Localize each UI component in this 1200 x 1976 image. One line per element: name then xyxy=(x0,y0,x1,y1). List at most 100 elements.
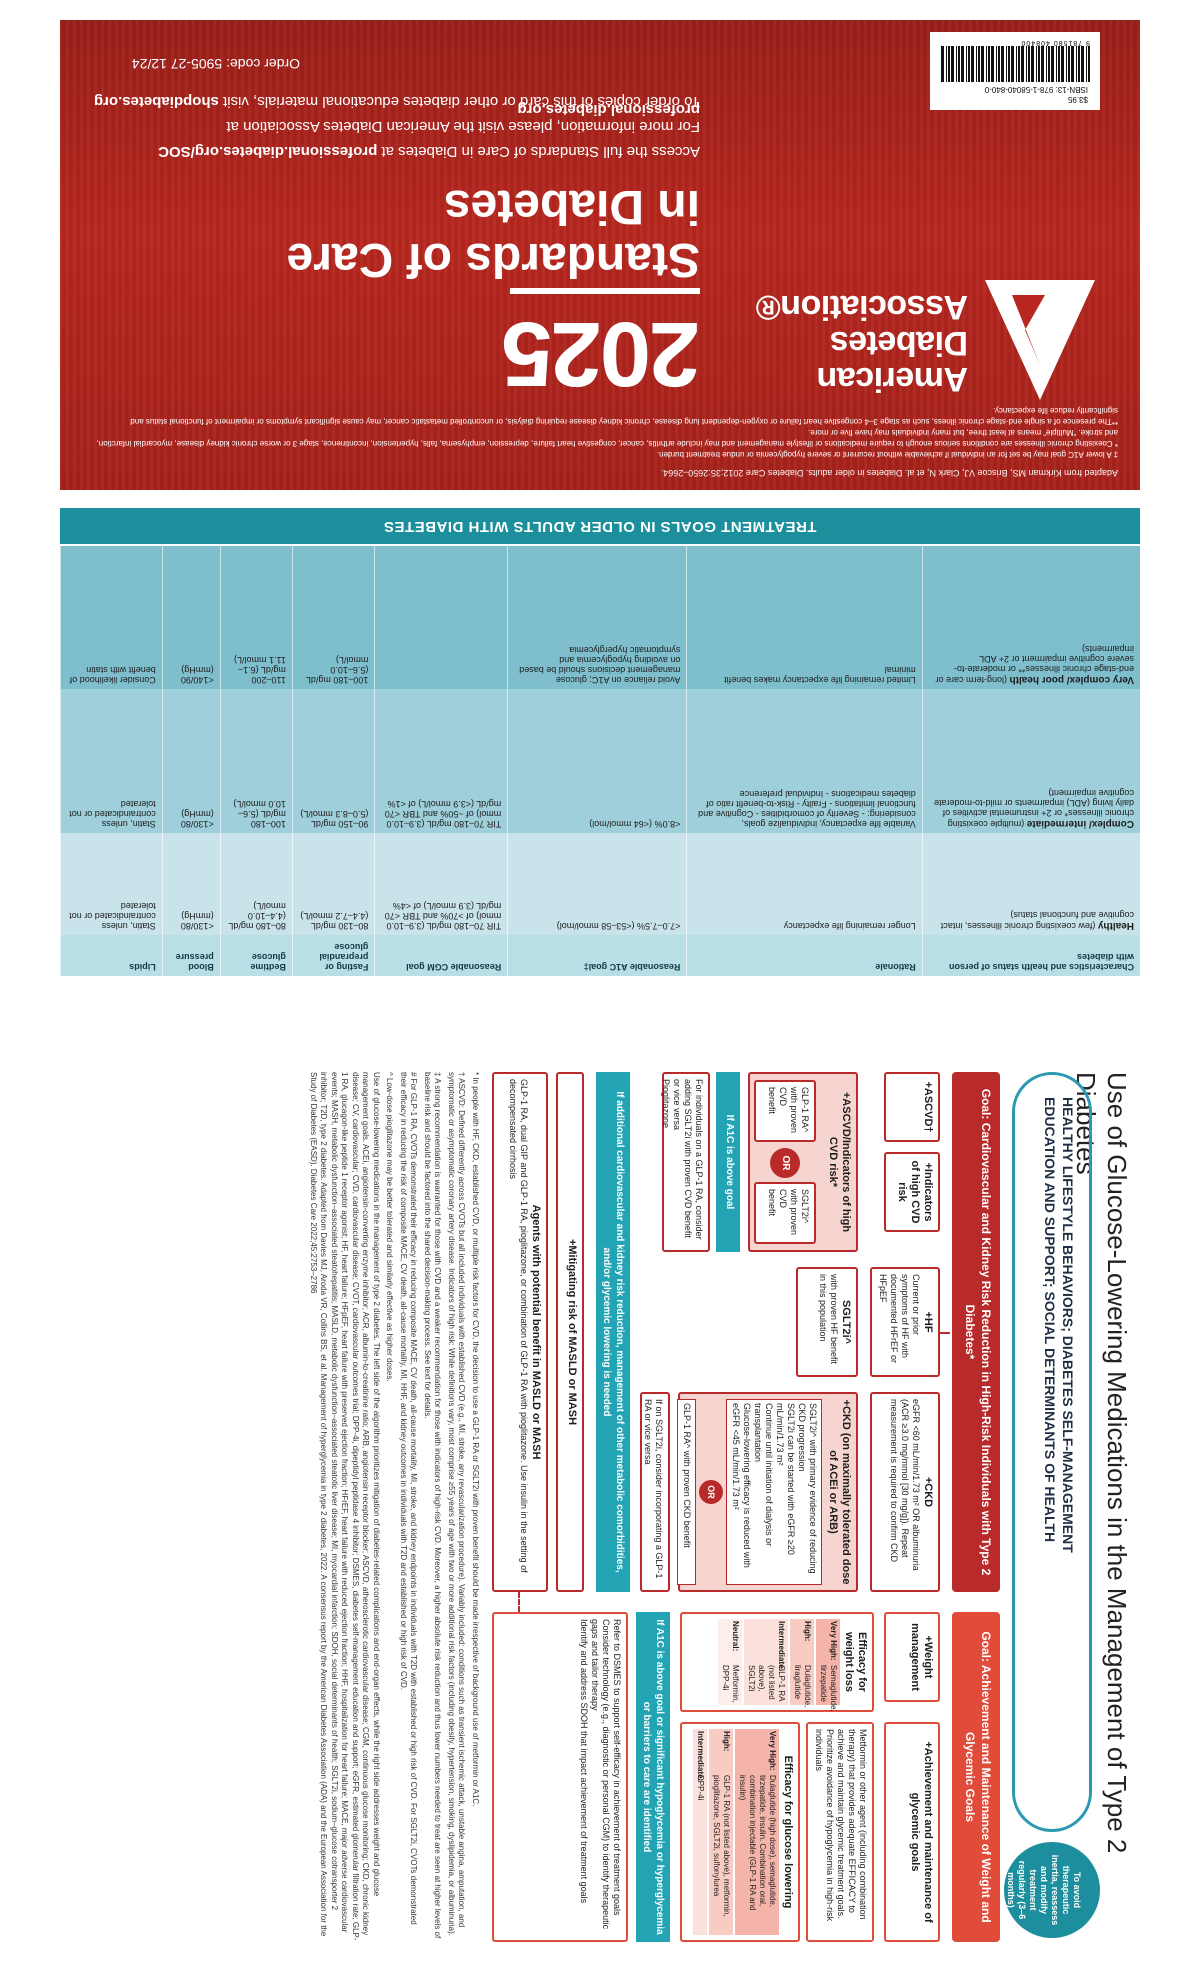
a1c-above-bar: If A1C is above goal xyxy=(716,1072,740,1252)
barcode-icon xyxy=(940,46,1090,82)
cover-title-line1: Standards of Care xyxy=(286,233,700,286)
barcode-panel: $3.95 ISBN-13: 978-1-58040-840-0 9 78158… xyxy=(930,32,1100,110)
glucose-intermediate: Intermediate:DPP-4i xyxy=(693,1729,707,1935)
note-1: * In people with HF, CKD, established CV… xyxy=(471,1072,480,1807)
algorithm-notes: * In people with HF, CKD, established CV… xyxy=(305,1072,480,1942)
cell-status: Very complex/ poor health (long-term car… xyxy=(922,546,1140,690)
ada-name-line1: American xyxy=(817,360,968,398)
cell-status: Complex/ intermediate (multiple coexisti… xyxy=(922,689,1140,833)
lifestyle-line1: HEALTHY LIFESTYLE BEHAVIORS; DIABETES SE… xyxy=(1060,1097,1076,1553)
ckd-bullet-1: SGLT2i can be started with eGFR ≥20 mL/m… xyxy=(775,1403,796,1555)
cell-bp: <130/80 (mmHg) xyxy=(162,689,221,833)
order-link[interactable]: shopdiabetes.org xyxy=(93,93,219,110)
cell-bp: <130/80 (mmHg) xyxy=(162,832,221,936)
goal-cv-kidney: Goal: Cardiovascular and Kidney Risk Red… xyxy=(952,1072,1000,1592)
cell-bedtime: 110–200 mg/dL (6.1–11.1 mmol/L) xyxy=(220,546,293,690)
weight-very-high: Very High:Semaglutide, tirzepatide xyxy=(816,1619,840,1712)
header-a1c: Reasonable A1C goal‡ xyxy=(507,935,687,976)
treatment-goals-section: TREATMENT GOALS IN OLDER ADULTS WITH DIA… xyxy=(60,500,1140,1040)
note-6: Use of glucose-lowering medications in t… xyxy=(309,1072,381,1941)
cell-fasting: 80–130 mg/dL (4.4–7.2 mmol/L) xyxy=(292,832,375,936)
additional-risk-bar: If additional cardiovascular and kidney … xyxy=(596,1072,630,1592)
ckd-or-badge: OR xyxy=(699,1399,723,1585)
footnote-coexisting: * Coexisting chronic illnesses are condi… xyxy=(96,428,1118,448)
ada-name-line3: Association® xyxy=(756,288,968,326)
if-sglt2-box: If on SGLT2i, consider incorporating a G… xyxy=(640,1392,670,1592)
hf-box: +HF Current or prior symptoms of HF with… xyxy=(870,1267,940,1377)
cell-fasting: 90–150 mg/dL (5.0–8.3 mmol/L) xyxy=(292,689,375,833)
ada-name: American Diabetes Association® xyxy=(756,288,968,398)
price: $3.95 xyxy=(1067,95,1088,104)
sglt2-cvd-box: SGLT2i^ with proven CVD benefit xyxy=(754,1182,816,1244)
a1c-above-bullet-1: For individuals on a GLP-1 RA, consider … xyxy=(672,1079,704,1240)
footnote-end-stage: **The presence of a single end-stage chr… xyxy=(130,406,1118,426)
header-lipids: Lipids xyxy=(60,935,163,976)
cell-rationale: Variable life expectancy, individualize … xyxy=(686,689,923,833)
glucose-high: High:GLP-1 RA (not listed above), metfor… xyxy=(709,1729,733,1935)
cell-lipids: Statin, unless contraindicated or not to… xyxy=(60,689,163,833)
ckd-box: +CKD eGFR <60 mL/min/1.73 m² OR albuminu… xyxy=(870,1392,940,1592)
adapted-citation: Adapted from Kirkman MS, Briscoe VJ, Cla… xyxy=(660,468,1118,478)
glycemic-goals-box: +Achievement and maintenance of glycemic… xyxy=(884,1722,940,1942)
barcode-number: 9 781580 408400 xyxy=(1020,39,1091,46)
cell-cgm: TIR 70–180 mg/dL (3.9–10.0 mmol) of ~50%… xyxy=(374,689,508,833)
cell-bp: <140/90 (mmHg) xyxy=(162,546,221,690)
or-badge: OR xyxy=(770,1148,800,1178)
cell-rationale: Longer remaining life expectancy xyxy=(686,832,923,936)
note-3: ‡ A strong recommendation is warranted f… xyxy=(423,1072,443,1939)
cell-bedtime: 100–180 mg/dL (5.6–10.0 mmol/L) xyxy=(220,689,293,833)
refer-bullet-2: Consider technology (e.g., diagnostic or… xyxy=(590,1619,611,1930)
cover-footnotes: ‡ A lower A1C goal may be set for an ind… xyxy=(88,405,1118,460)
masld-agents-box: Agents with potential benefit in MASLD o… xyxy=(492,1072,548,1592)
cell-rationale: Limited remaining life expectancy makes … xyxy=(686,546,923,690)
cell-lipids: Statin, unless contraindicated or not to… xyxy=(60,832,163,936)
cell-a1c: <7.0–7.5% (<53–58 mmol/mol) xyxy=(507,832,687,936)
cell-fasting: 100–180 mg/dL (5.6–10.0 mmol/L) xyxy=(292,546,375,690)
lifestyle-line2: EDUCATION AND SUPPORT; SOCIAL DETERMINAN… xyxy=(1042,1097,1058,1543)
glycemic-text-box: Metformin or other agent (including comb… xyxy=(806,1722,874,1942)
a1c-above-right-bar: If A1C is above goal or significant hypo… xyxy=(636,1612,670,1942)
note-4: # For GLP-1 RA, CVOTs demonstrated their… xyxy=(399,1072,419,1925)
weight-neutral: Neutral:Metformin, DPP-4i xyxy=(718,1619,742,1705)
treatment-goals-table: Characteristics and health status of per… xyxy=(60,546,1140,976)
cell-bedtime: 80–180 mg/dL (4.4–10.0 mmol/L) xyxy=(220,832,293,936)
hf-criteria: Current or prior symptoms of HF with doc… xyxy=(878,1274,921,1364)
weight-efficacy-box: Efficacy for weight loss Very High:Semag… xyxy=(680,1612,874,1712)
high-cvd-risk-box: +Indicators of high CVD risk xyxy=(884,1152,940,1232)
cell-lipids: Consider likelihood of benefit with stat… xyxy=(60,546,163,690)
ascvd-combined-box: +ASCVD/Indicators of high CVD risk* GLP-… xyxy=(748,1072,858,1252)
order-prefix: To order copies of this card or other di… xyxy=(218,93,700,110)
note-2: † ASCVD: Defined differently across CVOT… xyxy=(447,1072,467,1937)
ascvd-box: +ASCVD† xyxy=(884,1072,940,1142)
cover-title-line2: in Diabetes xyxy=(443,180,700,233)
table-row: Complex/ intermediate (multiple coexisti… xyxy=(60,689,1140,833)
weight-mgmt-box: +Weight management xyxy=(884,1612,940,1702)
access-link[interactable]: professional.diabetes.org/SOC xyxy=(158,143,378,160)
glucose-very-high: Very High:Dulaglutide (high dose), semag… xyxy=(735,1729,779,1935)
ada-triangle-logo-icon xyxy=(985,280,1095,400)
algorithm-rotated: Use of Glucose-Lowering Medications in t… xyxy=(60,1052,1140,1960)
cell-cgm: TIR 70–180 mg/dL (3.9–10.0 mmol) of >70%… xyxy=(374,832,508,936)
ckd-treatment-box: +CKD (on maximally tolerated dose of ACE… xyxy=(677,1392,858,1592)
ckd-glp1-box: GLP-1 RA^ with proven CKD benefit xyxy=(677,1399,696,1585)
note-5: ^ Low-dose pioglitazone may be better to… xyxy=(385,1072,395,1382)
header-bp: Blood pressure xyxy=(162,935,221,976)
refer-box: Refer to DSMES to support self-efficacy … xyxy=(492,1612,628,1942)
reassess-circle: To avoid therapeutic inertia, reassess a… xyxy=(1004,1842,1100,1938)
ada-name-line2: Diabetes xyxy=(830,324,968,362)
dashed-connector xyxy=(518,1592,520,1612)
order-line: To order copies of this card or other di… xyxy=(94,93,700,110)
ckd-bullet-2: Continue until initiation of dialysis or… xyxy=(753,1403,774,1547)
header-bedtime: Bedtime glucose xyxy=(220,935,293,976)
isbn: ISBN-13: 978-1-58040-840-0 xyxy=(984,85,1088,94)
header-fasting: Fasting or preprandial glucose xyxy=(292,935,375,976)
table-title: TREATMENT GOALS IN OLDER ADULTS WITH DIA… xyxy=(60,508,1140,544)
glucose-efficacy-box: Efficacy for glucose lowering Very High:… xyxy=(680,1722,800,1942)
masld-box: +Mitigating risk of MASLD or MASH xyxy=(556,1072,584,1592)
goal-weight-glycemic: Goal: Achievement and Maintenance of Wei… xyxy=(952,1612,1000,1942)
ckd-criteria: eGFR <60 mL/min/1.73 m² OR albuminuria (… xyxy=(889,1399,921,1571)
ckd-sglt2-text: SGLT2i^ with primary evidence of reducin… xyxy=(797,1403,818,1574)
algorithm-section: Use of Glucose-Lowering Medications in t… xyxy=(60,1052,1140,1960)
cell-a1c: <8.0% (<64 mmol/mol) xyxy=(507,689,687,833)
